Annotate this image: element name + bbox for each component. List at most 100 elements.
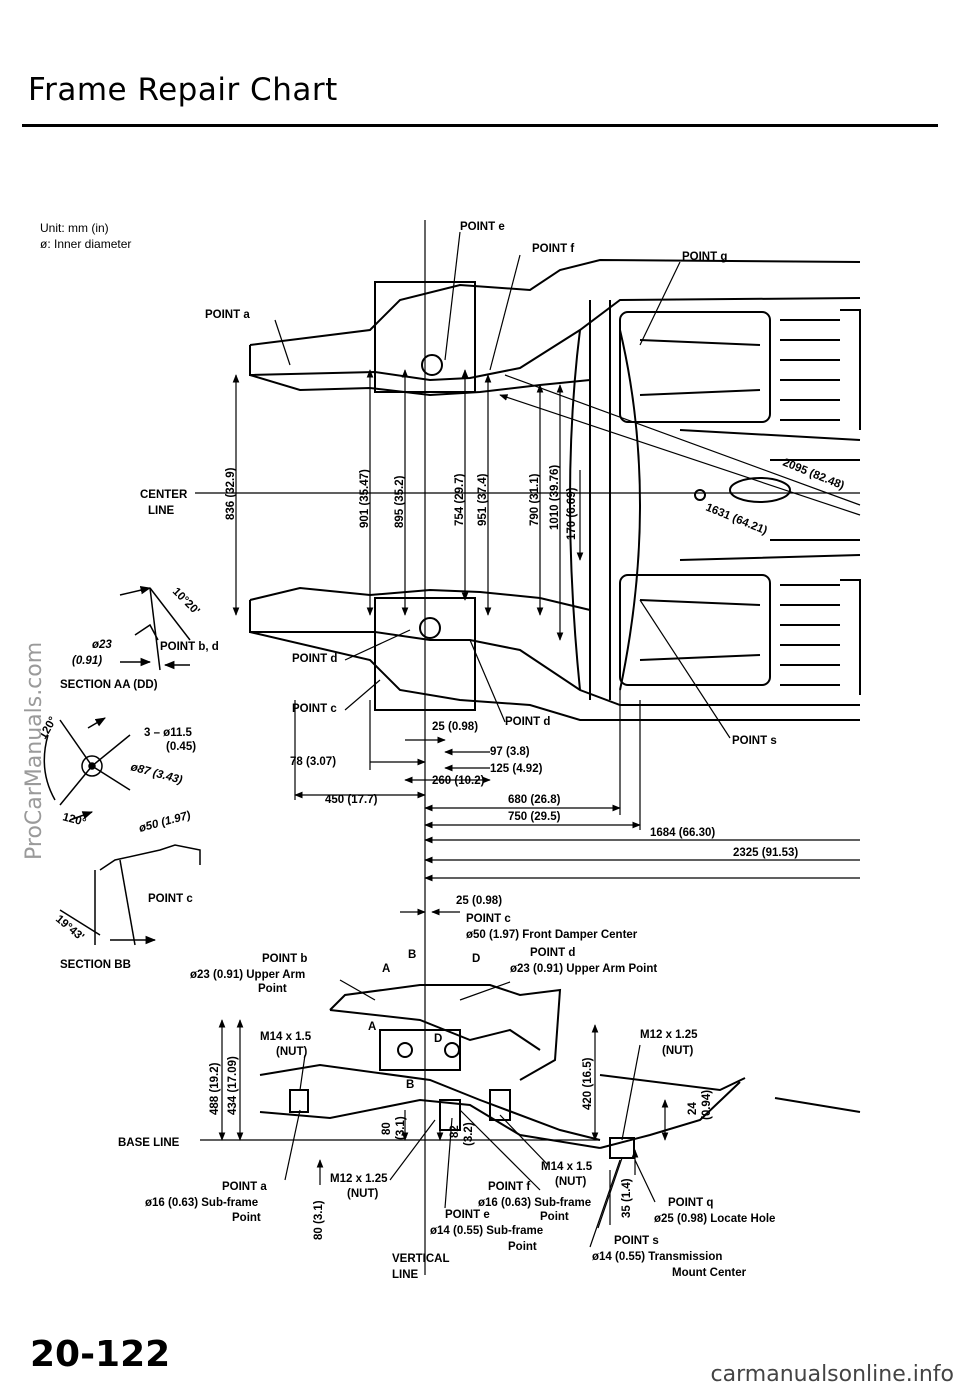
dim-901: 901 (35.47) [359, 469, 371, 528]
side-point-b-desc2: Point [258, 983, 287, 995]
dim-488: 488 (19.2) [209, 1062, 221, 1115]
section-marker-d-mid: D [434, 1033, 442, 1045]
section-marker-b-mid: B [406, 1079, 414, 1091]
section-aa-dia-in: (0.91) [72, 655, 102, 667]
label-point-a: POINT a [205, 309, 250, 321]
dim-80b: 80 (3.1) [313, 1200, 325, 1240]
side-point-e-desc1: ø14 (0.55) Sub-frame [430, 1225, 543, 1237]
section-aa-dia: ø23 [92, 639, 112, 651]
m12-nut-bottom-2: (NUT) [347, 1188, 378, 1200]
dim-680: 680 (26.8) [508, 794, 561, 806]
side-point-c: POINT c [466, 913, 511, 925]
section-aa-angle-120b: 120° [61, 811, 87, 829]
watermark-procarmanuals: ProCarManuals.com [22, 641, 47, 860]
dim-125: 125 (4.92) [490, 763, 543, 775]
unit-legend: Unit: mm (in) [40, 221, 109, 235]
section-aa-drawing [43, 586, 201, 946]
dim-1684: 1684 (66.30) [650, 827, 715, 839]
side-point-f-desc1: ø16 (0.63) Sub-frame [478, 1197, 591, 1209]
side-point-b-desc1: ø23 (0.91) Upper Arm [190, 969, 305, 981]
dim-420: 420 (16.5) [582, 1057, 594, 1110]
section-bb-point-c: POINT c [148, 893, 193, 905]
side-dim-25: 25 (0.98) [456, 895, 502, 907]
side-point-d-desc: ø23 (0.91) Upper Arm Point [510, 963, 657, 975]
m14-nut-bottom-2: (NUT) [555, 1176, 586, 1188]
section-aa-angle: 10°20' [170, 586, 202, 618]
section-marker-b-top: B [408, 949, 416, 961]
dim-434: 434 (17.09) [227, 1056, 239, 1115]
section-bb-angle: 19°43' [53, 913, 86, 944]
side-view-frame [259, 984, 861, 1159]
label-point-d-left: POINT d [292, 653, 337, 665]
dim-1631: 1631 (64.21) [704, 502, 769, 538]
center-line-label-2: LINE [148, 505, 175, 517]
section-aa-label: SECTION AA (DD) [60, 679, 158, 691]
dim-80a-in: (3.1) [395, 1116, 407, 1140]
side-point-q-desc: ø25 (0.98) Locate Hole [654, 1213, 775, 1225]
dim-82-in: (3.2) [463, 1122, 475, 1146]
side-point-e-desc2: Point [508, 1241, 537, 1253]
m12-nut-right-1: M12 x 1.25 [640, 1029, 698, 1041]
side-point-q: POINT q [668, 1197, 713, 1209]
m12-nut-right-2: (NUT) [662, 1045, 693, 1057]
dim-25-top: 25 (0.98) [432, 721, 478, 733]
dim-951: 951 (37.4) [477, 473, 489, 526]
dim-24: 24 [687, 1102, 699, 1115]
dim-895: 895 (35.2) [394, 475, 406, 528]
page-number: 20-122 [30, 1334, 171, 1375]
dim-750: 750 (29.5) [508, 811, 561, 823]
side-point-s: POINT s [614, 1235, 659, 1247]
label-point-c: POINT c [292, 703, 337, 715]
vertical-line-label-2: LINE [392, 1269, 419, 1281]
top-view-frame [249, 258, 861, 721]
section-aa-holes: 3 – ø11.5 [144, 727, 193, 739]
label-point-s: POINT s [732, 735, 777, 747]
m14-nut-bottom-1: M14 x 1.5 [541, 1161, 593, 1173]
center-line-label-1: CENTER [140, 489, 188, 501]
label-point-f: POINT f [532, 243, 574, 255]
dim-80a: 80 [381, 1122, 393, 1135]
m14-nut-left-2: (NUT) [276, 1046, 307, 1058]
side-point-c-desc: ø50 (1.97) Front Damper Center [466, 929, 638, 941]
section-bb-label: SECTION BB [60, 959, 131, 971]
m12-nut-bottom-1: M12 x 1.25 [330, 1173, 388, 1185]
section-aa-dia50: ø50 (1.97) [138, 810, 193, 835]
side-view-dimensions [200, 908, 669, 1248]
side-point-e: POINT e [445, 1209, 490, 1221]
side-point-f: POINT f [488, 1181, 530, 1193]
side-point-a-desc2: Point [232, 1212, 261, 1224]
section-aa-dia87: ø87 (3.43) [129, 761, 184, 786]
dim-2325: 2325 (91.53) [733, 847, 798, 859]
dim-1010: 1010 (39.76) [549, 465, 561, 530]
side-point-b: POINT b [262, 953, 307, 965]
section-marker-d-top: D [472, 953, 480, 965]
dim-97: 97 (3.8) [490, 746, 530, 758]
dim-82: 82 [449, 1125, 461, 1138]
dim-2095: 2095 (82.48) [781, 457, 846, 493]
page-title: Frame Repair Chart [28, 72, 338, 108]
side-point-s-desc2: Mount Center [672, 1267, 747, 1279]
watermark-carmanualsonline: carmanualsonline.info [710, 1362, 954, 1387]
dim-836: 836 (32.9) [225, 467, 237, 520]
m14-nut-left-1: M14 x 1.5 [260, 1031, 312, 1043]
label-point-d-bottom: POINT d [505, 716, 550, 728]
side-point-a-desc1: ø16 (0.63) Sub-frame [145, 1197, 258, 1209]
dim-35: 35 (1.4) [621, 1178, 633, 1218]
dim-260: 260 (10.2) [432, 775, 485, 787]
top-view-dimensions [195, 220, 861, 1275]
dim-450: 450 (17.7) [325, 794, 378, 806]
label-point-g: POINT g [682, 251, 727, 263]
section-aa-holes-in: (0.45) [166, 741, 196, 753]
side-point-a: POINT a [222, 1181, 267, 1193]
dim-24-in: (0.94) [701, 1090, 713, 1120]
side-point-f-desc2: Point [540, 1211, 569, 1223]
vertical-line-label-1: VERTICAL [392, 1253, 450, 1265]
base-line-label: BASE LINE [118, 1137, 180, 1149]
dim-78: 78 (3.07) [290, 756, 336, 768]
dim-790: 790 (31.1) [529, 473, 541, 526]
vertical-dim-labels: 836 (32.9) 901 (35.47) 895 (35.2) 754 (2… [225, 465, 578, 540]
title-rule [22, 124, 938, 127]
diameter-legend: ø: Inner diameter [40, 237, 131, 251]
label-point-bd: POINT b, d [160, 641, 219, 653]
